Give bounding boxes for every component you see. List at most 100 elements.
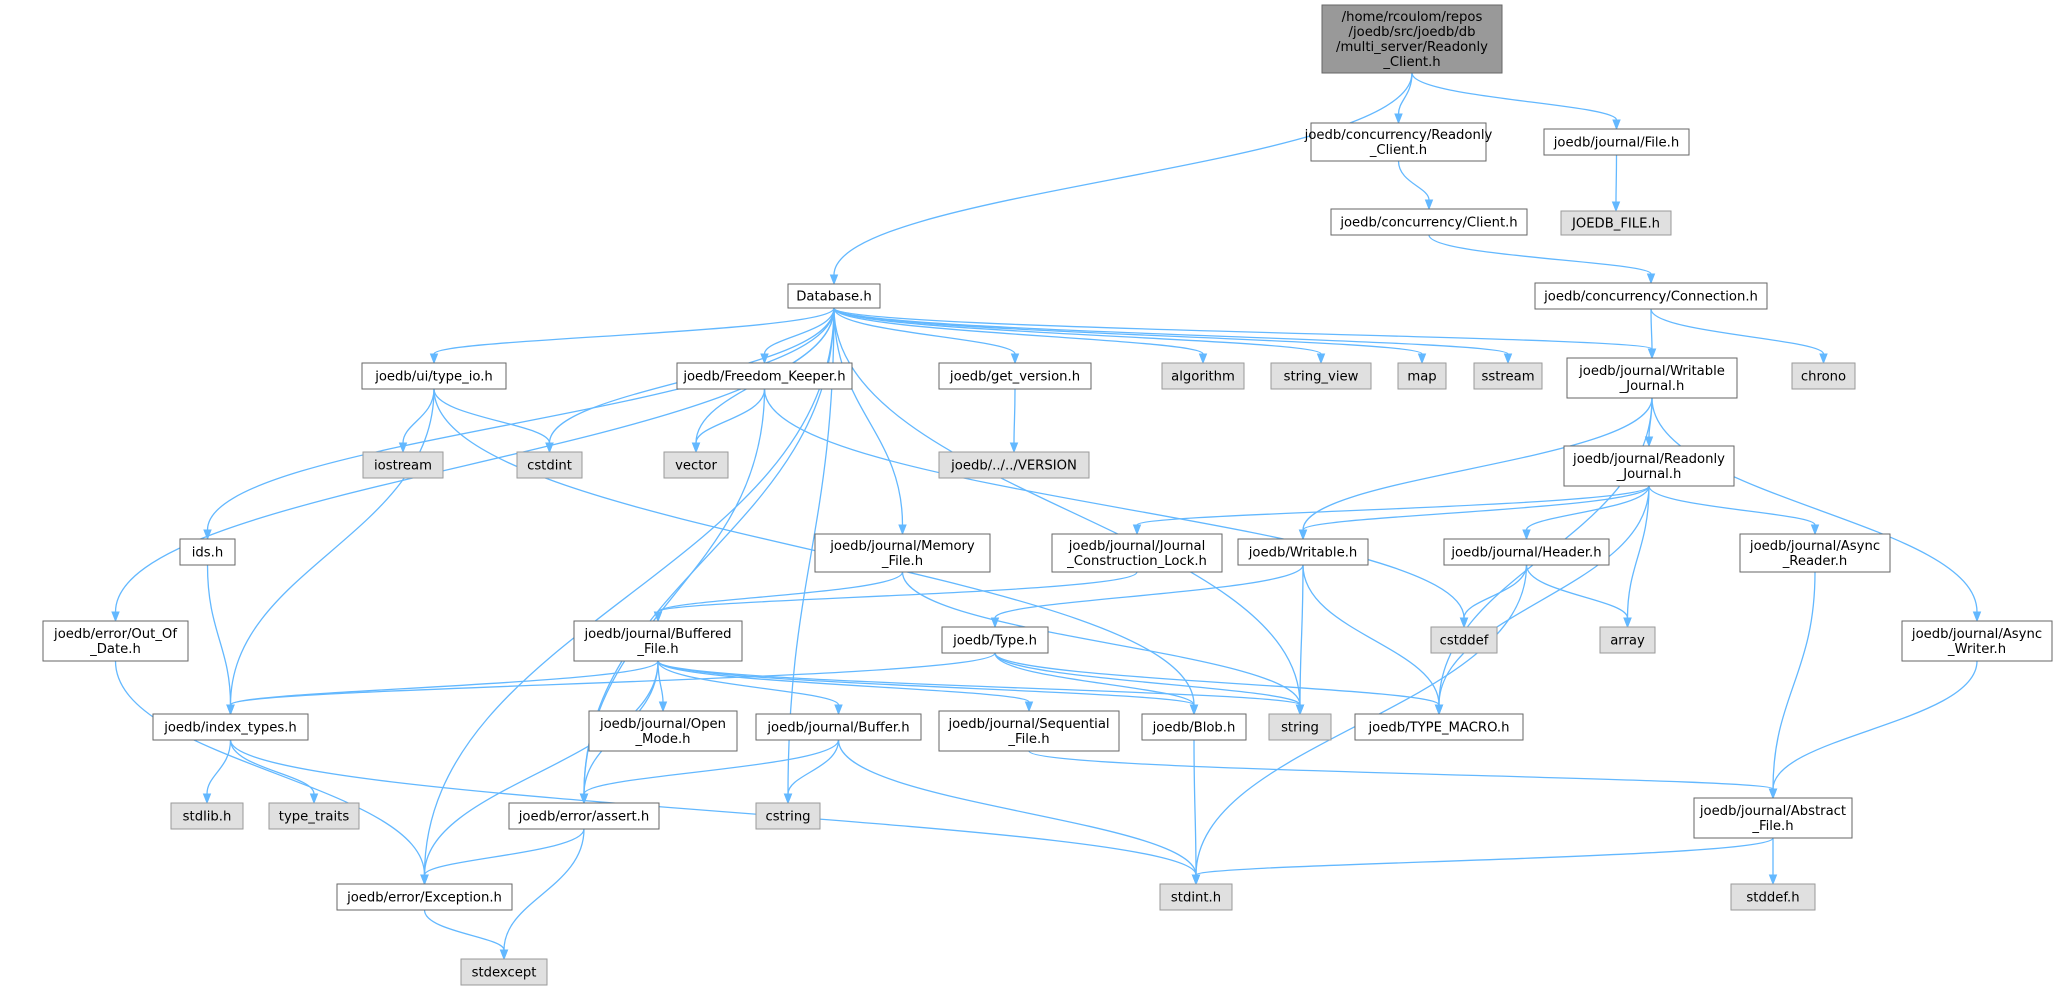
node-sstream[interactable]: sstream (1473, 362, 1543, 390)
edge-database-to-algorithm (833, 307, 1208, 365)
node-chrono[interactable]: chrono (1791, 362, 1856, 390)
node-ui-type-io[interactable]: joedb/ui/type_io.h (361, 362, 507, 390)
node-label: joedb/journal/Sequential (947, 717, 1109, 732)
node-construction-lock[interactable]: joedb/journal/Journal_Construction_Lock.… (1051, 533, 1223, 573)
edge-type-to-type_macro (994, 652, 1444, 716)
node-label: joedb/Type.h (952, 634, 1037, 649)
node-label: string (1281, 721, 1319, 736)
node-label: cstddef (1440, 634, 1489, 649)
node-journal-file[interactable]: joedb/journal/File.h (1543, 128, 1690, 156)
node-stddef[interactable]: stddef.h (1730, 883, 1816, 911)
edge-buffer-to-cstring (783, 739, 840, 805)
edge-buffered_file-to-exception (420, 660, 659, 886)
node-memory-file[interactable]: joedb/journal/Memory_File.h (814, 533, 991, 573)
node-label: _Writer.h (1947, 642, 2006, 657)
node-label: joedb/journal/Async (1911, 627, 2042, 642)
node-algorithm[interactable]: algorithm (1161, 362, 1245, 390)
edge-buffered_file-to-buffer (657, 660, 843, 716)
node-joedb-file-h[interactable]: JOEDB_FILE.h (1560, 210, 1672, 236)
edge-ids-to-index_types (206, 564, 235, 716)
node-version-file[interactable]: joedb/../../VERSION (938, 451, 1090, 479)
node-open-mode[interactable]: joedb/journal/Open_Mode.h (588, 710, 738, 752)
node-concurrency-connection[interactable]: joedb/concurrency/Connection.h (1534, 282, 1768, 310)
node-async-writer[interactable]: joedb/journal/Async_Writer.h (1901, 620, 2053, 662)
node-stdint[interactable]: stdint.h (1159, 883, 1233, 911)
node-async-reader[interactable]: joedb/journal/Async_Reader.h (1739, 533, 1891, 573)
node-vector[interactable]: vector (663, 451, 729, 479)
edge-sequential_file-to-abstract_file (1028, 750, 1778, 800)
node-array[interactable]: array (1599, 626, 1656, 654)
node-label: joedb/journal/Readonly (1572, 452, 1725, 467)
node-index-types[interactable]: joedb/index_types.h (152, 713, 309, 741)
node-exception[interactable]: joedb/error/Exception.h (336, 883, 513, 911)
edge-ui_type_io-to-cstdint (433, 388, 554, 454)
node-label: _File.h (1751, 819, 1793, 834)
node-label: joedb/concurrency/Client.h (1339, 216, 1517, 231)
edge-exception-to-stdexcept (423, 909, 509, 961)
edge-readonly_journal-to-async_reader (1648, 485, 1820, 536)
node-get-version[interactable]: joedb/get_version.h (938, 362, 1092, 390)
edge-index_types-to-type_traits (229, 739, 319, 805)
node-stdexcept[interactable]: stdexcept (460, 958, 548, 986)
node-concurrency-readonly-client[interactable]: joedb/concurrency/Readonly_Client.h (1304, 122, 1493, 162)
edge-readonly_journal-to-header (1522, 485, 1650, 541)
node-header[interactable]: joedb/journal/Header.h (1443, 538, 1610, 566)
node-label: joedb/ui/type_io.h (374, 370, 493, 385)
node-blob[interactable]: joedb/Blob.h (1141, 713, 1247, 741)
node-type[interactable]: joedb/Type.h (941, 626, 1049, 654)
node-label: sstream (1481, 370, 1534, 385)
edge-index_types-to-stdlib (202, 739, 232, 805)
edge-root-to-journal_file (1411, 72, 1621, 131)
node-database[interactable]: Database.h (787, 283, 881, 309)
node-label: stddef.h (1746, 891, 1799, 906)
edge-type-to-index_types (226, 652, 996, 716)
edge-concurrency_readonly_client-to-concurrency_client (1397, 160, 1434, 211)
node-label: joedb/error/assert.h (518, 810, 649, 825)
node-readonly-journal[interactable]: joedb/journal/Readonly_Journal.h (1563, 445, 1735, 487)
node-assert[interactable]: joedb/error/assert.h (508, 802, 660, 830)
node-string-view[interactable]: string_view (1270, 362, 1372, 390)
node-sequential-file[interactable]: joedb/journal/Sequential_File.h (938, 710, 1120, 752)
edge-readonly_journal-to-type_macro (1434, 485, 1650, 716)
node-label: joedb/concurrency/Connection.h (1543, 290, 1758, 305)
node-string[interactable]: string (1268, 713, 1332, 741)
edge-concurrency_connection-to-chrono (1650, 308, 1828, 365)
edge-buffer-to-stdint (837, 739, 1201, 886)
node-concurrency-client[interactable]: joedb/concurrency/Client.h (1330, 208, 1528, 236)
node-buffer[interactable]: joedb/journal/Buffer.h (755, 713, 922, 741)
node-label: Database.h (796, 290, 871, 305)
node-cstddef[interactable]: cstddef (1430, 626, 1498, 654)
node-root[interactable]: /home/rcoulom/repos/joedb/src/joedb/db/m… (1321, 4, 1503, 74)
edge-abstract_file-to-stddef (1768, 837, 1778, 886)
node-abstract-file[interactable]: joedb/journal/Abstract_File.h (1693, 797, 1853, 839)
node-writable[interactable]: joedb/Writable.h (1237, 538, 1369, 566)
node-type-macro[interactable]: joedb/TYPE_MACRO.h (1354, 713, 1524, 741)
node-label: cstring (765, 810, 810, 825)
node-label: joedb/Blob.h (1152, 721, 1236, 736)
node-label: _File.h (1007, 732, 1049, 747)
node-cstring[interactable]: cstring (755, 802, 821, 830)
node-label: joedb/TYPE_MACRO.h (1368, 721, 1510, 736)
node-cstdint[interactable]: cstdint (516, 451, 583, 479)
graph-edges (111, 72, 1982, 961)
edge-type-to-string (994, 652, 1305, 716)
edge-get_version-to-version_file (1009, 388, 1019, 454)
edge-database-to-writable_journal (833, 307, 1657, 360)
node-label: joedb/error/Exception.h (346, 891, 502, 906)
node-stdlib[interactable]: stdlib.h (170, 802, 244, 830)
node-type-traits[interactable]: type_traits (268, 802, 360, 830)
edge-freedom_keeper-to-vector (691, 388, 766, 454)
node-freedom-keeper[interactable]: joedb/Freedom_Keeper.h (676, 362, 853, 390)
node-out-of-date[interactable]: joedb/error/Out_Of_Date.h (42, 620, 189, 662)
node-label: _Client.h (1369, 143, 1427, 158)
node-label: _Date.h (89, 642, 141, 657)
node-writable-journal[interactable]: joedb/journal/Writable_Journal.h (1566, 357, 1738, 399)
node-map[interactable]: map (1397, 362, 1447, 390)
edge-header-to-cstddef (1459, 564, 1528, 629)
node-label: array (1610, 634, 1645, 649)
node-label: joedb/journal/Header.h (1450, 546, 1601, 561)
node-buffered-file[interactable]: joedb/journal/Buffered_File.h (573, 620, 743, 662)
edge-database-to-ids (203, 307, 835, 541)
node-iostream[interactable]: iostream (362, 451, 444, 479)
node-ids[interactable]: ids.h (179, 538, 236, 566)
